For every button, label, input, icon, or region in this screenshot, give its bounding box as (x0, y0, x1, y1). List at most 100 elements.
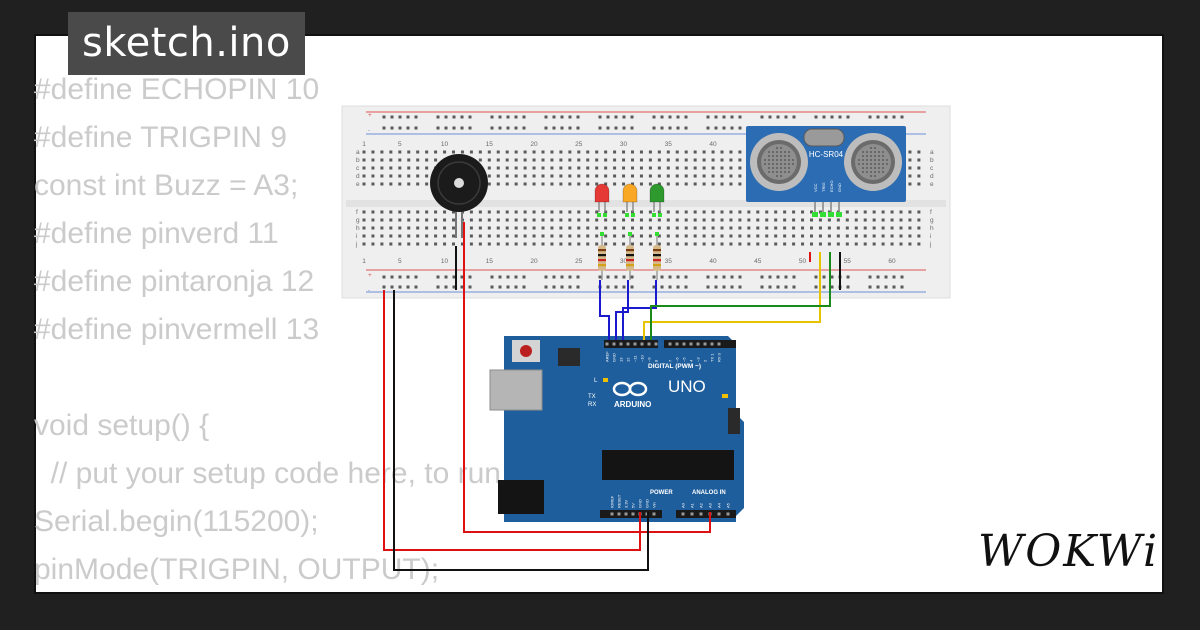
column-number: 60 (888, 258, 896, 265)
breadboard-hole (657, 150, 661, 154)
breadboard-hole (881, 226, 885, 230)
breadboard-hole (684, 182, 688, 186)
breadboard-hole (434, 158, 438, 162)
breadboard-hole (604, 242, 608, 246)
breadboard-hole (604, 226, 608, 230)
breadboard-hole (469, 218, 473, 222)
resistor-band (626, 259, 634, 262)
breadboard-hole (684, 242, 688, 246)
pin-marker (652, 213, 656, 217)
breadboard-hole (487, 174, 491, 178)
breadboard-hole (523, 226, 527, 230)
breadboard-hole (706, 126, 710, 130)
breadboard-hole (407, 166, 411, 170)
breadboard-hole (490, 115, 494, 119)
rail-sign: + (368, 112, 372, 119)
breadboard-hole (568, 275, 572, 279)
breadboard-hole (544, 285, 548, 289)
breadboard-hole (496, 210, 500, 214)
breadboard-hole (576, 115, 580, 119)
digital-pin-label: ~5 (682, 357, 687, 362)
breadboard-hole (586, 150, 590, 154)
sensor-mesh-dot (768, 167, 770, 169)
breadboard-hole (380, 242, 384, 246)
breadboard-hole (801, 210, 805, 214)
breadboard-hole (487, 158, 491, 162)
breadboard-hole (863, 242, 867, 246)
breadboard-hole (541, 218, 545, 222)
sensor-mesh-dot (772, 167, 774, 169)
breadboard-hole (648, 226, 652, 230)
column-number: 40 (709, 141, 717, 148)
sensor-mesh-dot (784, 163, 786, 165)
breadboard-hole (684, 115, 688, 119)
header-hole (689, 342, 693, 346)
breadboard-hole (416, 242, 420, 246)
resistor-band (626, 264, 634, 267)
sensor-mesh-dot (788, 151, 790, 153)
breadboard-hole (576, 285, 580, 289)
breadboard-hole (552, 126, 556, 130)
breadboard-hole (568, 174, 572, 178)
breadboard-hole (407, 218, 411, 222)
breadboard-hole (389, 210, 393, 214)
breadboard-hole (666, 226, 670, 230)
breadboard-hole (550, 218, 554, 222)
breadboard-hole (443, 226, 447, 230)
pin-marker (628, 232, 632, 236)
breadboard-hole (514, 275, 518, 279)
breadboard-hole (452, 226, 455, 230)
rail-sign: - (368, 127, 370, 134)
breadboard-hole (425, 234, 429, 238)
column-number: 55 (844, 258, 852, 265)
breadboard-hole (443, 242, 447, 246)
digital-label: DIGITAL (PWM ~) (648, 363, 701, 370)
breadboard-hole (577, 242, 581, 246)
breadboard-hole (639, 166, 643, 170)
breadboard-hole (756, 234, 760, 238)
breadboard-hole (560, 275, 564, 279)
breadboard-hole (622, 226, 626, 230)
breadboard-hole (684, 218, 688, 222)
breadboard-hole (738, 242, 742, 246)
breadboard-hole (478, 226, 482, 230)
header-hole (626, 342, 630, 346)
code-line: #define pinvermell 13 (34, 313, 320, 346)
sensor-label: HC-SR04 (809, 150, 844, 159)
breadboard-hole (693, 150, 697, 154)
breadboard-hole (676, 115, 680, 119)
breadboard-hole (722, 115, 726, 119)
breadboard-hole (648, 182, 652, 186)
breadboard-hole (675, 210, 679, 214)
sensor-mesh-dot (866, 167, 868, 169)
breadboard-hole (639, 218, 643, 222)
breadboard-hole (532, 182, 536, 186)
digital-pin-label: ~9 (647, 357, 652, 362)
breadboard-hole (784, 275, 788, 279)
breadboard-hole (702, 174, 706, 178)
breadboard-hole (559, 234, 563, 238)
header-hole (612, 342, 616, 346)
sensor-mesh-dot (784, 151, 786, 153)
sensor-mesh-dot (792, 163, 794, 165)
breadboard-hole (693, 226, 697, 230)
breadboard-hole (738, 218, 742, 222)
breadboard-hole (702, 242, 706, 246)
breadboard-hole (460, 242, 464, 246)
digital-pin-label: ~10 (640, 354, 645, 362)
wire-black-gnd-main (393, 290, 649, 571)
breadboard-hole (523, 166, 527, 170)
sensor-mesh-dot (772, 155, 774, 157)
breadboard-hole (836, 226, 840, 230)
breadboard-hole (425, 158, 429, 162)
breadboard-hole (702, 150, 706, 154)
breadboard-hole (595, 218, 599, 222)
breadboard-hole (595, 166, 599, 170)
breadboard-hole (380, 158, 384, 162)
breadboard-hole (505, 150, 509, 154)
sensor-mesh-dot (772, 163, 774, 165)
breadboard-hole (414, 275, 418, 279)
sensor-mesh-dot (772, 159, 774, 161)
breadboard-hole (425, 150, 429, 154)
power-pin-label: IOREF (610, 495, 615, 508)
